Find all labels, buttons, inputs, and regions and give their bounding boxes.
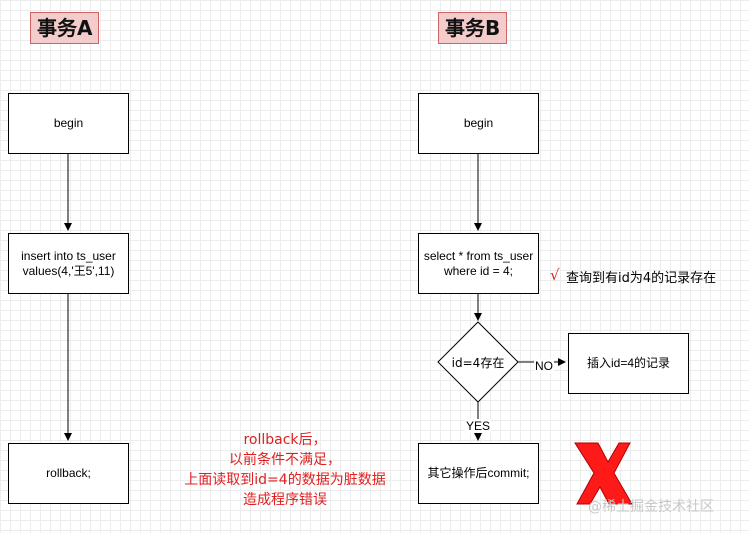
a-rollback-box: rollback; [8, 443, 129, 504]
explanation-line: rollback后， [243, 432, 327, 448]
transaction-a-title: 事务A [30, 12, 100, 44]
a-begin-box: begin [8, 93, 129, 154]
b-commit-box: 其它操作后commit; [418, 443, 539, 504]
check-icon: √ [550, 266, 560, 284]
a-insert-box: insert into ts_user values(4,'王5',11) [8, 233, 129, 294]
explanation-line: 上面读取到id=4的数据为脏数据 [184, 472, 386, 488]
watermark: @稀土掘金技术社区 [588, 499, 714, 515]
explanation-note: rollback后， 以前条件不满足， 上面读取到id=4的数据为脏数据 造成程… [150, 430, 420, 510]
b-begin-box: begin [418, 93, 539, 154]
b-select-box: select * from ts_user where id = 4; [418, 233, 539, 294]
b-insert-box: 插入id=4的记录 [568, 333, 689, 394]
explanation-line: 造成程序错误 [243, 492, 327, 508]
no-label: NO [534, 359, 554, 373]
explanation-line: 以前条件不满足， [229, 452, 341, 468]
yes-label: YES [465, 419, 492, 433]
query-note: 查询到有id为4的记录存在 [566, 271, 717, 286]
transaction-b-title: 事务B [438, 12, 508, 44]
decision-label: id=4存在 [451, 356, 505, 370]
red-x-icon [574, 442, 633, 505]
